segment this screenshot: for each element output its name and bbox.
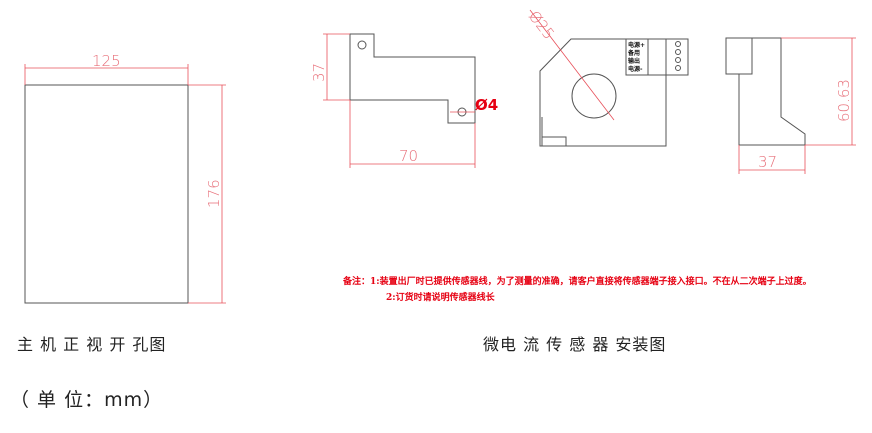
terminal-label: 电源+ <box>628 41 645 49</box>
unit-label: （ 单 位：mm） <box>10 389 164 411</box>
side-height-dim: 60.63 <box>835 79 853 122</box>
bracket-width-dim: 70 <box>399 147 418 165</box>
drawing-line <box>675 49 681 55</box>
bracket-height-dim: 37 <box>310 63 328 82</box>
drawing-line <box>738 37 806 146</box>
install-caption: 微电 流 传 感 器 安装图 <box>483 335 667 354</box>
panel-cutout-drawing: 125 176 <box>24 52 226 304</box>
panel-outline <box>24 84 189 304</box>
terminal-label: 备用 <box>627 49 640 57</box>
note-line-2: 2:订货时请说明传感器线长 <box>386 291 496 303</box>
terminal-label: 输出 <box>628 57 640 65</box>
drawing-line <box>539 38 667 147</box>
side-view-drawing: 60.63 37 <box>725 37 856 174</box>
side-width-dim: 37 <box>758 153 777 171</box>
width-dim: 125 <box>92 52 121 70</box>
drawing-line <box>675 41 681 47</box>
drawing-line <box>541 117 567 146</box>
bracket-drawing: 37 70 Ø4 <box>310 33 498 168</box>
mount-hole <box>357 40 367 50</box>
height-dim: 176 <box>205 179 223 208</box>
terminal-block <box>625 38 689 76</box>
sensor-drawing: 电源+ 备用 输出 电源- Ø25 <box>525 7 689 147</box>
drawing-line <box>725 37 753 75</box>
drawing-line <box>675 57 681 63</box>
drawing-line <box>529 9 615 121</box>
sensor-aperture <box>571 73 617 119</box>
hole-dim: Ø4 <box>475 96 498 114</box>
drawing-line <box>349 33 476 124</box>
drawing-line <box>675 65 681 71</box>
note-line-1: 备注：1:装置出厂时已提供传感器线，为了测量的准确，请客户直接将传感器端子接入接… <box>342 275 812 287</box>
sensor-hole-dim: Ø25 <box>525 7 558 42</box>
terminal-label: 电源- <box>628 65 643 73</box>
panel-caption: 主 机 正 视 开 孔图 <box>17 335 167 354</box>
